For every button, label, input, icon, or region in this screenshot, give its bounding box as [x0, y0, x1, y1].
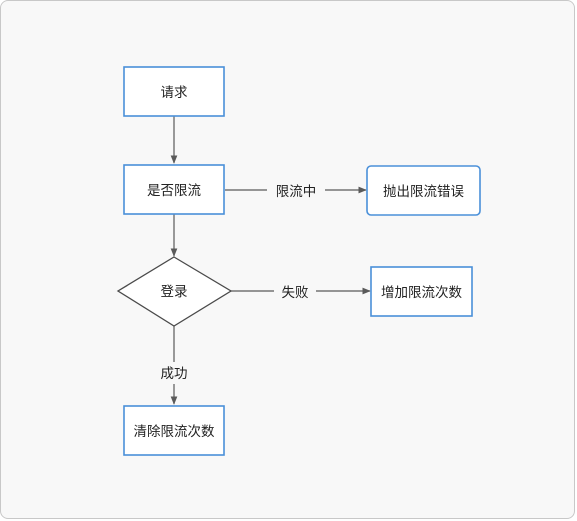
node-clear-count: 清除限流次数 [123, 405, 225, 456]
node-add-count-label: 增加限流次数 [381, 285, 462, 301]
edge-label-bg [267, 180, 325, 202]
node-add-count: 增加限流次数 [370, 266, 473, 317]
node-login-label: 登录 [161, 284, 188, 300]
edge-label-bg [274, 281, 316, 303]
edge-label-failed: 失败 [282, 285, 309, 301]
edge-label-bg [152, 362, 196, 384]
node-clear-count-label: 清除限流次数 [134, 424, 215, 440]
node-check-limited-label: 是否限流 [147, 183, 201, 199]
node-request: 请求 [123, 66, 225, 117]
node-request-label: 请求 [161, 85, 188, 101]
node-check-limited: 是否限流 [123, 164, 225, 215]
node-throw-error-label: 抛出限流错误 [383, 184, 464, 200]
edge-label-success: 成功 [161, 366, 188, 382]
edge-label-limited: 限流中 [276, 184, 317, 200]
node-throw-error: 抛出限流错误 [366, 165, 481, 216]
node-login-decision: 登录 [116, 256, 233, 327]
